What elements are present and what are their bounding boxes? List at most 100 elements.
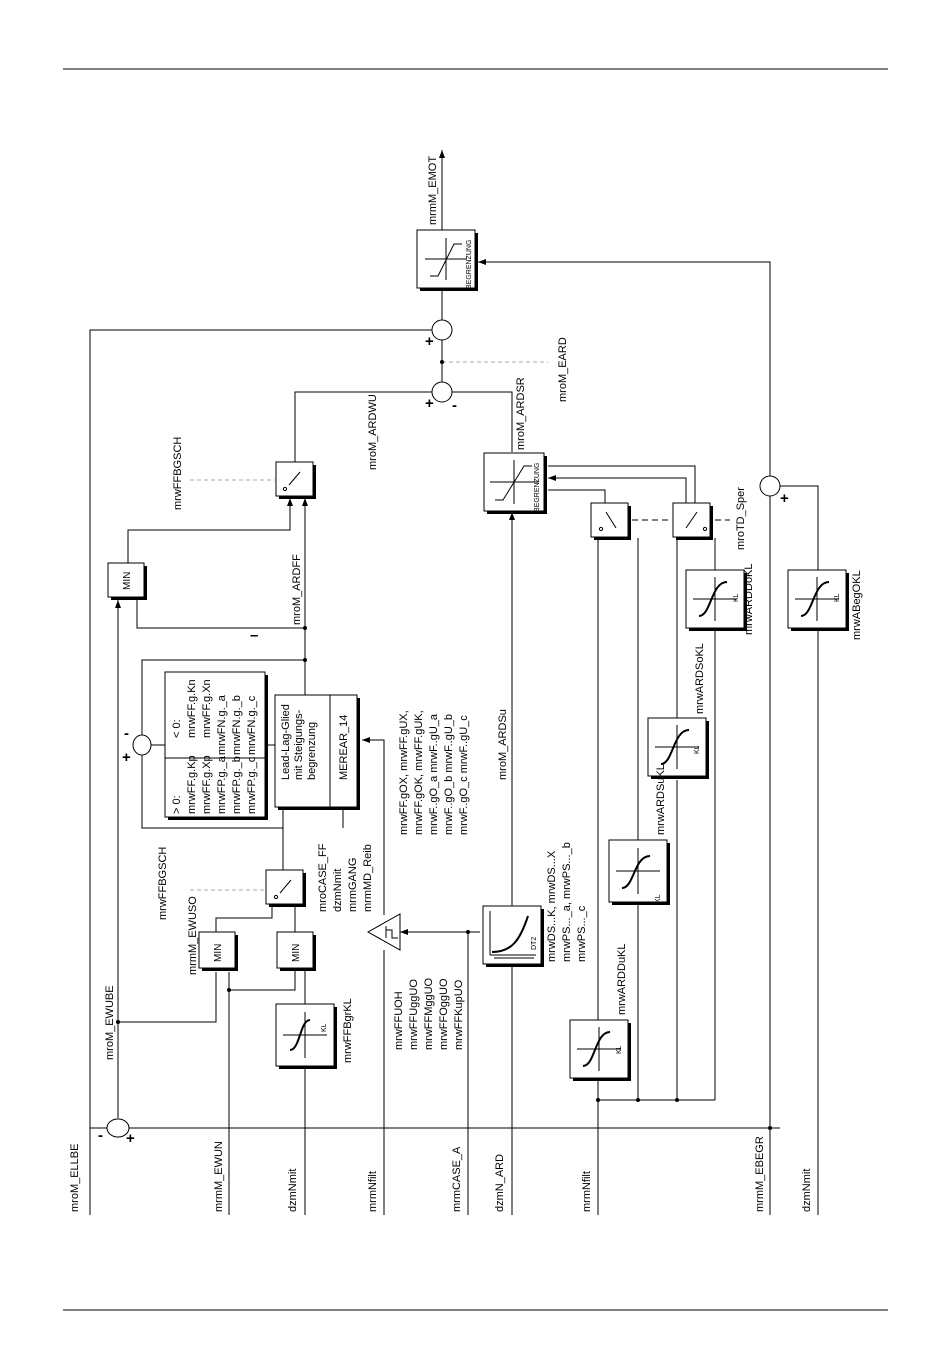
label-mrmMD_Reib: mrmMD_Reib (362, 844, 374, 912)
min-block-right: MIN (276, 931, 316, 971)
svg-text:KL: KL (733, 593, 740, 602)
kl-block-ardsukl: KL (608, 839, 670, 905)
kl-block-abegokl: KL (787, 569, 849, 631)
svg-text:KL: KL (834, 593, 841, 602)
sum-junction-leadlag: - + (122, 725, 152, 766)
svg-text:BEGRENZUNG: BEGRENZUNG (534, 463, 541, 512)
leadlag-input-labels: mroCASE_FF dzmNmit mrmGANG mrmMD_Reib (317, 843, 374, 912)
switch-ard-2 (672, 502, 713, 540)
label-mroTD_Sper: mroTD_Sper (735, 487, 747, 550)
sum-junction-ellbe-top: + (425, 319, 453, 350)
param-pos-4: mrwFP.g._a (216, 755, 228, 814)
svg-text:DT2: DT2 (531, 937, 538, 950)
hyst-param-2: mrwFFUggUO (408, 979, 420, 1050)
label-mroM_ARDSu: mroM_ARDSu (497, 709, 509, 780)
label-mroCASE_FF: mroCASE_FF (317, 843, 329, 912)
dt2-param-labels: mrwDS...K, mrwDS...X mrwPS..._a, mrwPS..… (546, 842, 588, 962)
leadlag-line-3: begrenzung (306, 722, 318, 780)
param-neg-4: mrwFN.g._a (216, 694, 228, 755)
label-mroM_EWUBE: mroM_EWUBE (104, 985, 116, 1060)
svg-text:BEGRENZUNG: BEGRENZUNG (466, 240, 473, 289)
hysteresis-triangle (366, 913, 401, 951)
gain-param-3: mrwF..gO_a mrwF..gU_a (428, 713, 440, 835)
label-mroM_ELLBE: mroM_ELLBE (69, 1144, 81, 1212)
dt2-param-1: mrwDS...K, mrwDS...X (546, 850, 558, 962)
gain-param-4: mrwF..gO_b mrwF..gU_b (443, 714, 455, 835)
label-mrwARDDuKL: mrwARDDuKL (616, 943, 628, 1015)
label-dzmNmit-2: dzmNmit (801, 1169, 813, 1212)
begrenzung-block-top: BEGRENZUNG (416, 229, 478, 291)
leadlag-block: Lead-Lag-Glied mit Steigungs- begrenzung… (274, 694, 360, 810)
label-dzmNmit: dzmNmit (287, 1169, 299, 1212)
min-block-top: MIN (107, 562, 147, 600)
param-pos-6: mrwFP.g._c (246, 756, 258, 814)
hyst-param-5: mrwFFKupUO (453, 979, 465, 1050)
label-mroM_EARD: mroM_EARD (557, 337, 569, 402)
param-neg-3: mrwFF.g.Xn (201, 679, 213, 738)
param-neg-2: mrwFF.g.Kn (186, 679, 198, 738)
kl-block-ardsokl: KL (647, 717, 709, 779)
svg-text:KL: KL (616, 1045, 623, 1054)
label-mrmM_EBEGR: mrmM_EBEGR (754, 1136, 766, 1212)
gain-param-labels: mrwFF.gOX, mrwFF.gUX, mrwFF.gOK, mrwFF.g… (398, 710, 470, 835)
svg-text:-: - (452, 397, 457, 414)
label-mrwARDSoKL: mrwARDSoKL (694, 643, 706, 714)
gain-param-2: mrwFF.gOK, mrwFF.gUK, (413, 710, 425, 835)
sum-junction-ebegr: + (759, 475, 789, 507)
begrenzung-block-lower: BEGRENZUNG (483, 452, 547, 514)
junction-dots (116, 360, 772, 1130)
switch-ard-1 (590, 502, 631, 540)
svg-text:KL: KL (321, 1023, 328, 1032)
label-mrwFFBGSCH-lower: mrwFFBGSCH (157, 847, 169, 920)
svg-text:+: + (126, 1130, 135, 1147)
param-pos-2: mrwFF.g.Kp (186, 755, 198, 814)
svg-text:-: - (98, 1127, 103, 1144)
svg-text:+: + (425, 333, 434, 350)
label-mrmM_EWUN: mrmM_EWUN (213, 1141, 225, 1212)
param-neg-6: mrwFN.g._c (246, 695, 258, 755)
label-mrwABegOKL: mrwABegOKL (851, 570, 863, 640)
kl-block-arddukl: KL (569, 1019, 631, 1081)
gain-param-5: mrwF..gO_c mrwF..gU_c (458, 715, 470, 835)
param-pos-5: mrwFP.g._b (231, 756, 243, 814)
label-mrmM_EMOT: mrmM_EMOT (427, 156, 439, 225)
leadlag-line-2: mit Steigungs- (293, 709, 305, 780)
min-block-ewuso: MIN (198, 931, 238, 971)
label-mrmNfilt: mrmNfilt (367, 1171, 379, 1212)
svg-text:KL: KL (694, 745, 701, 754)
svg-text:+: + (425, 395, 434, 412)
dt2-param-2: mrwPS..._a, mrwPS..._b (561, 842, 573, 962)
label-mrmGANG: mrmGANG (347, 858, 359, 912)
svg-text:KL: KL (655, 894, 662, 903)
kl-block-arddokl: KL (685, 569, 747, 631)
param-neg-5: mrwFN.g._b (231, 695, 243, 755)
svg-text:+: + (122, 749, 131, 766)
dt2-block: DT2 (482, 905, 544, 967)
label-mrwARDDoKL: mrwARDDoKL (743, 563, 755, 635)
hyst-param-3: mrwFFMggUO (423, 977, 435, 1050)
svg-text:MIN: MIN (291, 944, 302, 962)
svg-text:+: + (780, 490, 789, 507)
merear-label: MEREAR_14 (338, 715, 350, 780)
kl-block-ffbgrkl: KL (275, 1003, 337, 1069)
label-mrwFFBgrKL: mrwFFBgrKL (342, 998, 354, 1063)
dt2-param-3: mrwPS..._c (576, 905, 588, 962)
label-mrwARDSuKL: mrwARDSuKL (655, 764, 667, 835)
label-mroM_ARDSR: mroM_ARDSR (515, 377, 527, 450)
svg-text:MIN: MIN (122, 572, 133, 590)
label-mrmCASE_A: mrmCASE_A (451, 1146, 463, 1212)
label-mroM_ARDWU: mroM_ARDWU (367, 394, 379, 470)
label-mroM_ARDFF: mroM_ARDFF (291, 554, 303, 625)
hyst-param-1: mrwFFUOH (393, 991, 405, 1050)
sum-junction-ardwu: + - (425, 381, 457, 414)
param-pos-1: > 0: (171, 795, 183, 814)
label-mrmM_EWUSO: mrmM_EWUSO (187, 896, 199, 975)
label-dzmN_ARD: dzmN_ARD (494, 1154, 506, 1212)
parameter-dashes (190, 479, 730, 891)
sum-junction-ellbe: - + (98, 1118, 135, 1147)
switch-lower (265, 869, 306, 907)
arrow-heads (115, 150, 556, 935)
switch-upper (275, 461, 316, 499)
param-pos-3: mrwFF.g.Xp (201, 755, 213, 814)
